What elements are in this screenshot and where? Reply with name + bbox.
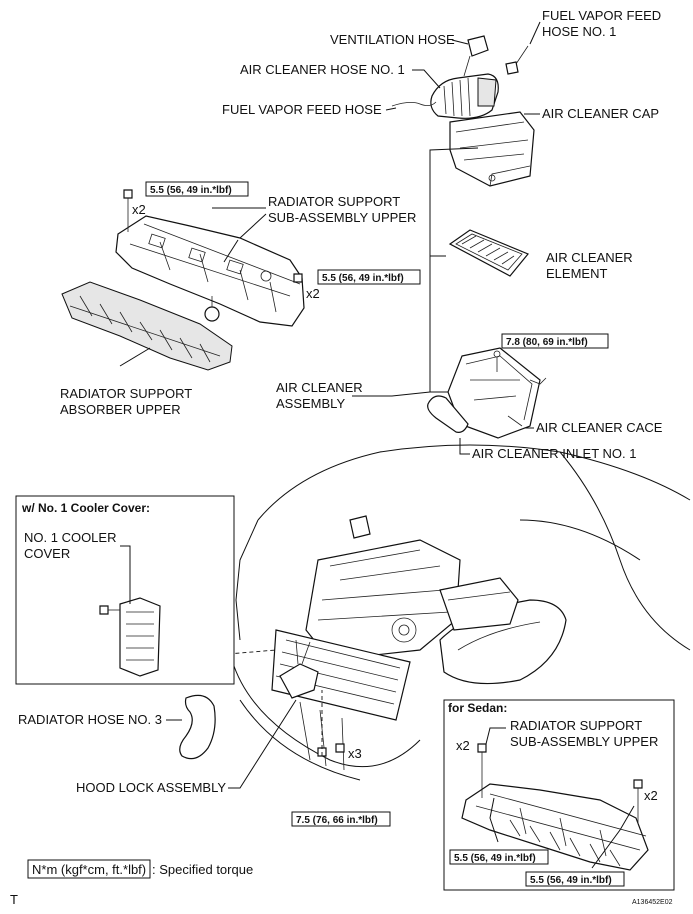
air-cleaner-element-drawing [448, 229, 529, 277]
label-air-cleaner-assembly-line2: ASSEMBLY [276, 396, 345, 411]
torque-spec-5: 5.5 (56, 49 in.*lbf) [454, 853, 536, 864]
cooler-cover-drawing [99, 597, 161, 677]
torque-spec-4: 7.5 (76, 66 in.*lbf) [296, 815, 378, 826]
label-sedan-inset-title: for Sedan: [448, 701, 507, 715]
leader-lines [119, 21, 635, 869]
label-radiator-support-upper-line2: SUB-ASSEMBLY UPPER [268, 210, 416, 225]
label-hood-lock-assembly: HOOD LOCK ASSEMBLY [76, 780, 226, 795]
label-cooler-cover-line1: NO. 1 COOLER [24, 530, 116, 545]
label-cooler-cover-inset-title: w/ No. 1 Cooler Cover: [21, 501, 150, 515]
multiplier-5: x2 [644, 788, 658, 803]
air-cleaner-hose-drawing [391, 35, 529, 119]
legend-text: : Specified torque [152, 862, 253, 877]
multiplier-3: x3 [348, 746, 362, 761]
label-radiator-absorber-line1: RADIATOR SUPPORT [60, 386, 192, 401]
label-air-cleaner-element-line1: AIR CLEANER [546, 250, 633, 265]
multiplier-1: x2 [132, 202, 146, 217]
part-labels: VENTILATION HOSE FUEL VAPOR FEED HOSE NO… [18, 8, 663, 795]
torque-spec-3: 7.8 (80, 69 in.*lbf) [506, 337, 588, 348]
label-air-cleaner-cap: AIR CLEANER CAP [542, 106, 659, 121]
label-sedan-radiator-line2: SUB-ASSEMBLY UPPER [510, 734, 658, 749]
corner-letter: T [10, 892, 18, 907]
label-radiator-hose-no3: RADIATOR HOSE NO. 3 [18, 712, 162, 727]
label-air-cleaner-element-line2: ELEMENT [546, 266, 607, 281]
torque-spec-2: 5.5 (56, 49 in.*lbf) [322, 273, 404, 284]
radiator-support-upper-drawing [115, 189, 305, 327]
torque-spec-1: 5.5 (56, 49 in.*lbf) [150, 185, 232, 196]
label-air-cleaner-case: AIR CLEANER CACE [536, 420, 663, 435]
label-radiator-absorber-line2: ABSORBER UPPER [60, 402, 181, 417]
label-air-cleaner-inlet: AIR CLEANER INLET NO. 1 [472, 446, 636, 461]
sedan-radiator-support-drawing [461, 743, 649, 871]
label-radiator-support-upper-line1: RADIATOR SUPPORT [268, 194, 400, 209]
label-ventilation-hose: VENTILATION HOSE [330, 32, 455, 47]
multiplier-4: x2 [456, 738, 470, 753]
label-sedan-radiator-line1: RADIATOR SUPPORT [510, 718, 642, 733]
label-air-cleaner-assembly-line1: AIR CLEANER [276, 380, 363, 395]
label-air-cleaner-hose-no1: AIR CLEANER HOSE NO. 1 [240, 62, 405, 77]
label-cooler-cover-line2: COVER [24, 546, 70, 561]
air-cleaner-case-drawing [427, 347, 547, 439]
quantity-multipliers: x2 x2 x3 x2 x2 [132, 202, 658, 803]
multiplier-2: x2 [306, 286, 320, 301]
air-cleaner-cap-drawing [449, 111, 535, 187]
torque-legend: N*m (kgf*cm, ft.*lbf) : Specified torque [27, 859, 253, 879]
torque-spec-6: 5.5 (56, 49 in.*lbf) [530, 875, 612, 886]
legend-unit: N*m (kgf*cm, ft.*lbf) [32, 862, 146, 877]
radiator-support-absorber-drawing [61, 281, 233, 371]
vehicle-front-drawing [179, 444, 691, 781]
figure-id: A136452E02 [632, 899, 673, 906]
label-fuel-vapor-feed-hose-no1-line1: FUEL VAPOR FEED [542, 8, 661, 23]
label-fuel-vapor-feed-hose: FUEL VAPOR FEED HOSE [222, 102, 382, 117]
label-fuel-vapor-feed-hose-no1-line2: HOSE NO. 1 [542, 24, 616, 39]
torque-specs: 5.5 (56, 49 in.*lbf) 5.5 (56, 49 in.*lbf… [145, 181, 625, 887]
